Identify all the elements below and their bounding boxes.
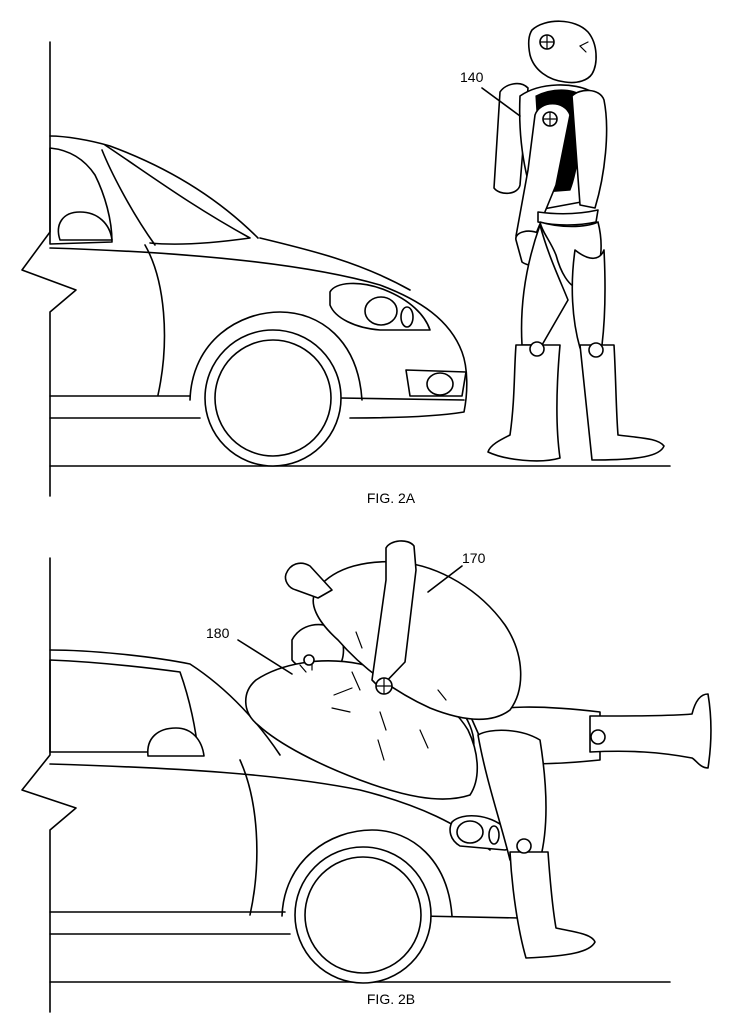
car-body-outline	[49, 247, 468, 419]
wheel-arch	[189, 311, 363, 401]
sill-line	[49, 911, 291, 935]
sill-line	[49, 395, 201, 419]
figure-2a: 140 FIG. 2A	[21, 20, 671, 506]
front-knee-icon	[588, 342, 604, 358]
headlight-lamp-small	[400, 306, 414, 328]
head-marker-icon	[303, 654, 315, 666]
rear-knee-icon	[529, 341, 545, 357]
hood-crease	[259, 237, 411, 291]
car	[49, 135, 468, 467]
knee-marker-icon	[590, 729, 606, 745]
front-wheel	[294, 846, 432, 984]
caption-fig-2b: FIG. 2B	[367, 991, 415, 1007]
airbag-tether	[284, 562, 333, 599]
door-line	[144, 244, 166, 396]
leader-line-180	[237, 639, 293, 675]
caption-fig-2a: FIG. 2A	[367, 490, 416, 506]
door-line	[239, 759, 258, 916]
robot-rear-shin	[487, 344, 561, 462]
robot-front-thigh	[571, 249, 606, 349]
fog-lamp	[426, 372, 454, 396]
wall-break-line	[21, 41, 77, 497]
leader-line-140	[481, 87, 521, 117]
figure-2b: 180 170 FIG. 2B	[21, 540, 712, 1013]
side-mirror	[57, 211, 113, 241]
front-wheel-rim	[304, 856, 422, 974]
label-170: 170	[462, 550, 486, 566]
label-180: 180	[206, 625, 230, 641]
hood-line	[104, 144, 251, 245]
front-wheel-rim	[214, 339, 332, 457]
robot-boot	[509, 851, 596, 959]
wheel-arch	[281, 829, 453, 917]
car-windshield	[101, 149, 156, 246]
robot-140: 140	[460, 20, 665, 462]
car	[49, 649, 521, 984]
headlight-lamp	[364, 296, 398, 326]
robot-lower-leg	[477, 729, 547, 861]
front-wheel	[204, 329, 342, 467]
knee-marker-icon	[516, 838, 532, 854]
headlight-lamp-small	[488, 825, 500, 845]
bumper-line	[339, 397, 465, 401]
side-mirror	[147, 727, 205, 757]
leader-line-170	[427, 565, 463, 593]
robot-shoulder-front	[571, 89, 608, 209]
robot-shin	[589, 693, 712, 769]
wall-break-line	[21, 557, 77, 1013]
car-roof	[49, 135, 259, 239]
headlight-lamp	[456, 820, 484, 844]
label-140: 140	[460, 69, 484, 85]
upper-airbag-170: 170	[284, 540, 522, 721]
bumper-line	[419, 915, 521, 919]
robot-waist	[537, 209, 599, 226]
robot-front-shin	[579, 344, 665, 461]
